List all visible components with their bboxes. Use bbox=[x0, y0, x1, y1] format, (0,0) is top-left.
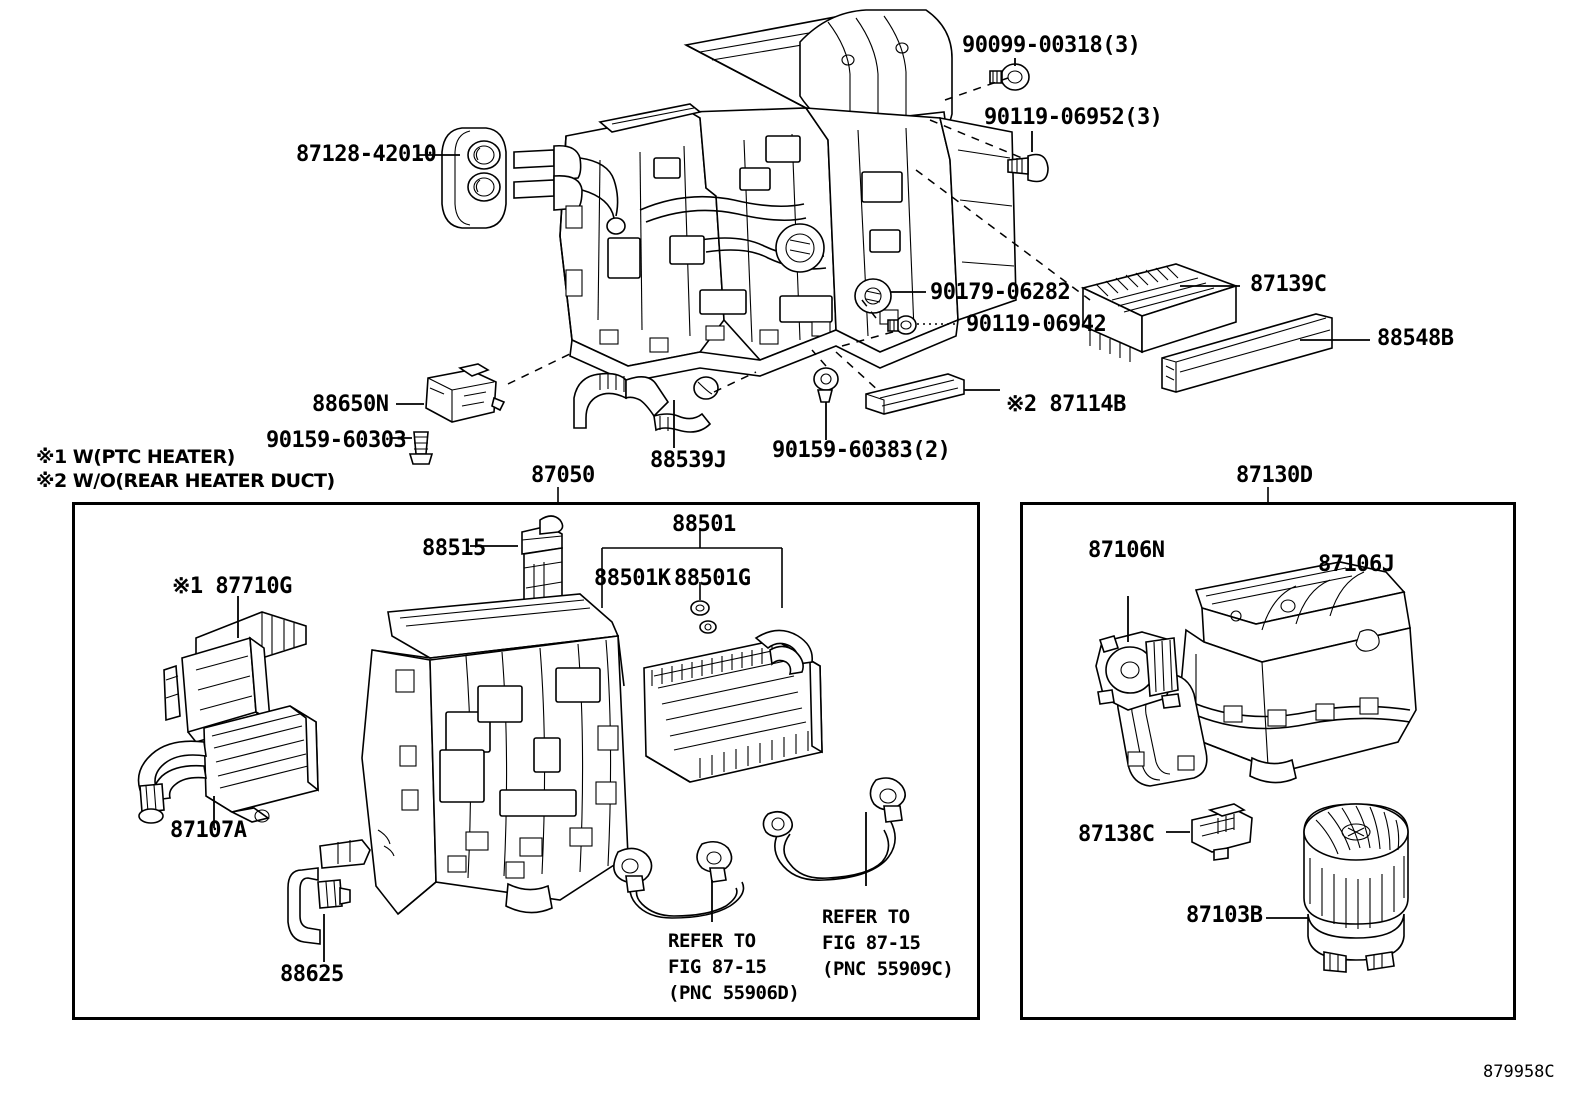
label-87106j: 87106J bbox=[1318, 552, 1395, 577]
refer-line-1: REFER TO bbox=[668, 930, 756, 952]
part-87103b-blower-motor bbox=[1303, 803, 1409, 973]
refer-line-3: (PNC 55906D) bbox=[668, 982, 800, 1004]
refer-line-2: FIG 87-15 bbox=[822, 932, 921, 954]
label-87114b: ※2 87114B bbox=[1006, 392, 1126, 417]
label-90159-60303: 90159-60303 bbox=[266, 428, 407, 453]
part-87106j-blower-case bbox=[1116, 561, 1417, 787]
panel-title-87050: 87050 bbox=[531, 463, 595, 488]
part-90119-06952-bolt bbox=[1007, 153, 1049, 183]
left-panel-artwork bbox=[137, 515, 906, 962]
refer-note-55909c: REFER TO FIG 87-15 (PNC 55909C) bbox=[822, 904, 954, 982]
panel-title-87130d: 87130D bbox=[1236, 463, 1313, 488]
refer-note-55906d: REFER TO FIG 87-15 (PNC 55906D) bbox=[668, 928, 800, 1006]
label-88501: 88501 bbox=[672, 512, 736, 537]
assembly-guide-lines bbox=[507, 77, 1091, 393]
part-harness-55906d bbox=[613, 840, 745, 919]
label-90119-06952: 90119-06952(3) bbox=[984, 105, 1163, 130]
part-90159-60383-screw bbox=[813, 367, 839, 403]
part-90119-06942-screw bbox=[887, 315, 917, 335]
refer-line-2: FIG 87-15 bbox=[668, 956, 767, 978]
part-88625-sensor bbox=[287, 839, 371, 945]
part-90179-06282-nut bbox=[854, 278, 892, 314]
label-88515: 88515 bbox=[422, 536, 486, 561]
panel-title-leaders bbox=[557, 487, 1269, 502]
part-87128-42010-grommet bbox=[441, 127, 507, 229]
label-87138c: 87138C bbox=[1078, 822, 1155, 847]
label-88501k: 88501K bbox=[594, 566, 671, 591]
part-90099-00318-screw bbox=[989, 63, 1030, 91]
panel-87050 bbox=[72, 502, 980, 1020]
part-87107a-heater-core bbox=[137, 705, 319, 824]
part-87114b-duct bbox=[865, 373, 965, 415]
part-87106n-servo-motor bbox=[1095, 631, 1181, 711]
part-87139c-air-filter bbox=[1080, 263, 1239, 362]
label-87103b: 87103B bbox=[1186, 903, 1263, 928]
label-88625: 88625 bbox=[280, 962, 344, 987]
label-90119-06942: 90119-06942 bbox=[966, 312, 1107, 337]
part-88501-oring-set bbox=[690, 600, 717, 634]
label-90179-06282: 90179-06282 bbox=[930, 280, 1071, 305]
label-88539j: 88539J bbox=[650, 448, 727, 473]
label-87710g: ※1 87710G bbox=[172, 574, 292, 599]
part-87138c-blower-resistor bbox=[1191, 803, 1253, 861]
label-88650n: 88650N bbox=[312, 392, 389, 417]
part-87710g-ptc-heater bbox=[163, 611, 307, 743]
top-section-artwork bbox=[390, 9, 1370, 465]
part-harness-55909c bbox=[762, 777, 906, 881]
part-evaporator-core bbox=[643, 629, 823, 783]
refer-line-3: (PNC 55909C) bbox=[822, 958, 954, 980]
label-90099-00318: 90099-00318(3) bbox=[962, 33, 1141, 58]
leader-bracket-88501 bbox=[601, 528, 783, 608]
label-87139c: 87139C bbox=[1250, 272, 1327, 297]
part-cooling-unit-case bbox=[361, 593, 629, 916]
label-87128-42010: 87128-42010 bbox=[296, 142, 437, 167]
part-90159-60303-screw bbox=[408, 431, 434, 465]
note-rear-heater-duct: ※2 W/O(REAR HEATER DUCT) bbox=[36, 470, 335, 492]
part-88539j-hose bbox=[573, 372, 719, 433]
part-88548b-seal bbox=[1161, 313, 1333, 393]
refer-line-1: REFER TO bbox=[822, 906, 910, 928]
panel-87130d bbox=[1020, 502, 1516, 1020]
right-panel-artwork bbox=[1095, 561, 1417, 973]
part-88650n-switch bbox=[425, 363, 506, 423]
note-ptc-heater: ※1 W(PTC HEATER) bbox=[36, 446, 235, 468]
diagram-corner-code: 879958C bbox=[1483, 1062, 1555, 1082]
label-87106n: 87106N bbox=[1088, 538, 1165, 563]
label-87107a: 87107A bbox=[170, 818, 247, 843]
label-88548b: 88548B bbox=[1377, 326, 1454, 351]
label-88501g: 88501G bbox=[674, 566, 751, 591]
label-90159-60383: 90159-60383(2) bbox=[772, 438, 951, 463]
part-hvac-unit-assembly bbox=[513, 9, 1017, 383]
